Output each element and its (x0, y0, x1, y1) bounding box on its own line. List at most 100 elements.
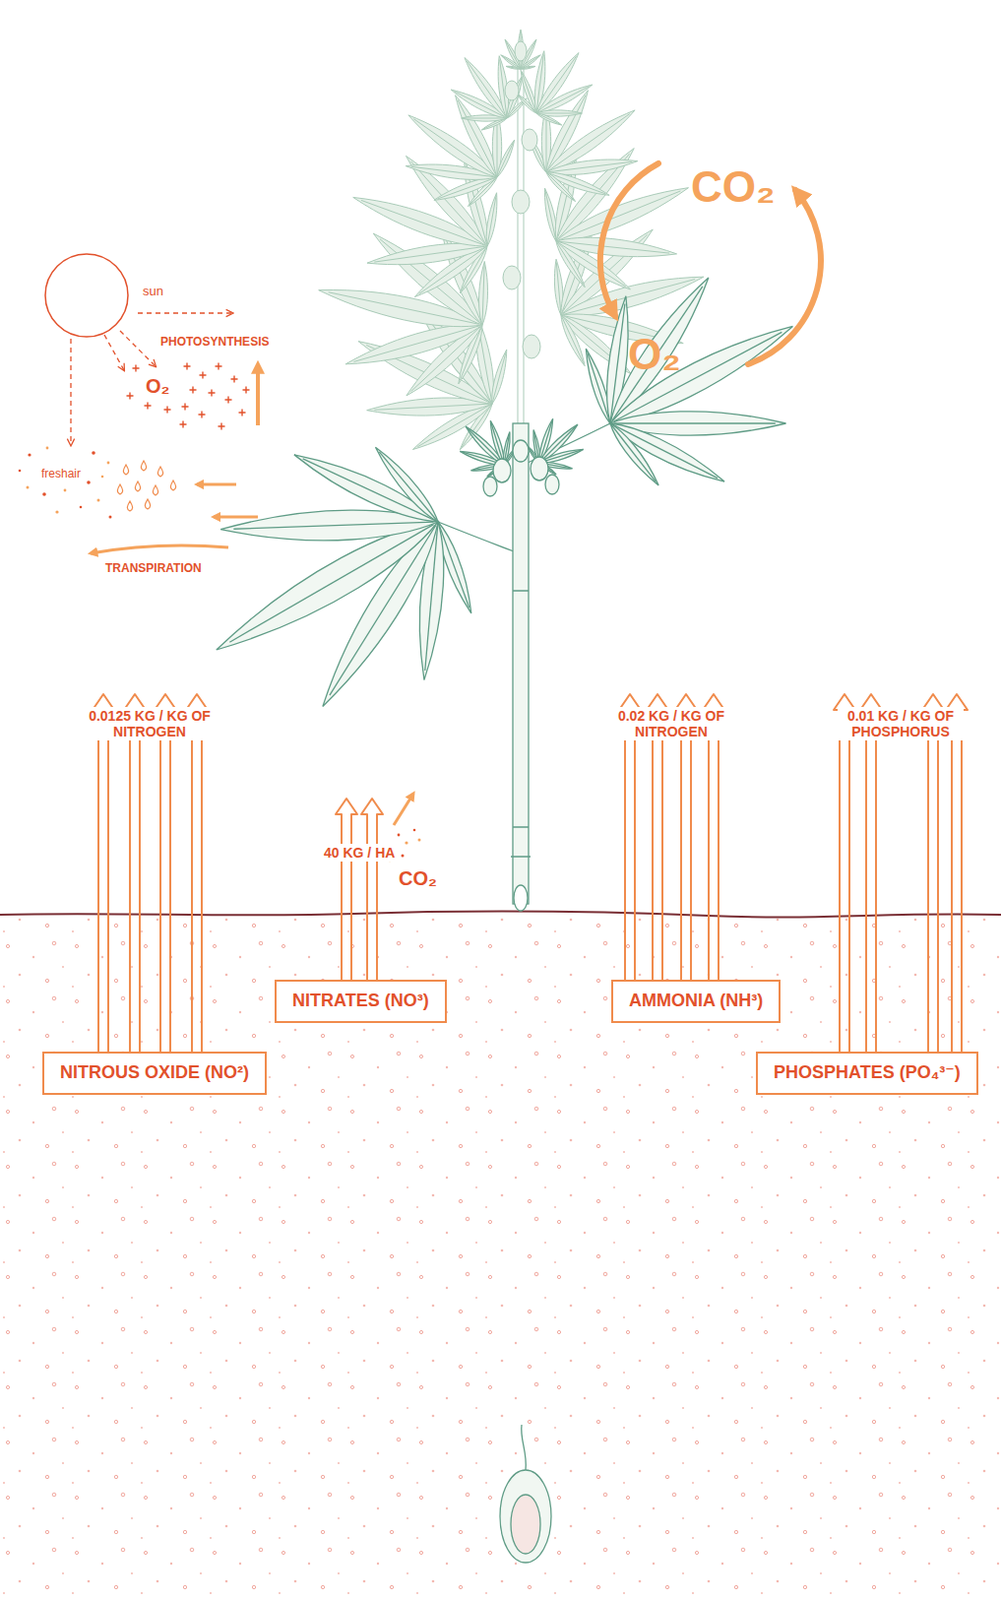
emission-arrow (186, 693, 208, 1054)
drop (117, 484, 123, 495)
emission-rate: 40 KG / HA (320, 843, 398, 862)
drop (170, 480, 176, 491)
emission-rate: 0.02 KG / KG OF NITROGEN (604, 706, 739, 741)
bud (504, 80, 519, 101)
process-label: TRANSPIRATION (105, 562, 202, 576)
emission-arrow (124, 693, 146, 1054)
dot (404, 840, 408, 844)
plus-mark (182, 403, 189, 411)
dot (413, 828, 417, 832)
cycle-arrow (600, 163, 659, 316)
dot (107, 461, 111, 465)
drop (157, 466, 163, 477)
plus-mark (189, 386, 197, 394)
plus-mark (231, 375, 239, 383)
emission-box: NITROUS OXIDE (NO²) (42, 1051, 267, 1095)
plus-mark (198, 411, 206, 419)
emission-rate: 0.01 KG / KG OF PHOSPHORUS (837, 706, 964, 741)
emission-box: NITRATES (NO³) (274, 979, 447, 1023)
emission-arrow (945, 693, 968, 1054)
box-text: NITRATES (NO³) (292, 990, 430, 1010)
plus-mark (199, 372, 207, 379)
sun-label: sun (142, 284, 164, 300)
drop (144, 499, 150, 509)
gas-label: CO₂ (398, 867, 438, 890)
gas-label: CO₂ (690, 162, 776, 213)
drop (140, 460, 146, 471)
plus-mark (243, 386, 251, 394)
dot (46, 446, 50, 450)
plus-mark (215, 363, 223, 371)
flower (493, 458, 511, 483)
bud (521, 128, 538, 151)
bud (502, 265, 521, 290)
dot (55, 509, 59, 513)
plus-mark (144, 402, 152, 410)
plus-mark (164, 406, 172, 414)
dot (86, 480, 91, 485)
dot (27, 452, 31, 456)
emission-arrows (92, 693, 968, 1054)
lower-plant (148, 229, 845, 1563)
oxygen-sparkles (126, 363, 251, 431)
emission-arrow (154, 693, 177, 1054)
bud (511, 189, 530, 214)
emission-box: PHOSPHATES (PO₄³⁻) (755, 1051, 979, 1095)
co2-arrow (393, 793, 414, 825)
box-text: NITROUS OXIDE (NO²) (60, 1062, 250, 1082)
emission-arrow (361, 798, 383, 982)
seed (500, 1469, 552, 1563)
seed-core (510, 1494, 541, 1554)
plus-mark (218, 423, 226, 431)
transpiration-arrow (213, 515, 258, 519)
dot (97, 499, 101, 502)
sprout (521, 1424, 527, 1470)
plus-mark (132, 365, 140, 373)
transpiration-arrow (90, 545, 229, 554)
flower (512, 439, 529, 462)
emission-arrow (833, 693, 856, 1054)
transpiration-arrow (196, 483, 237, 487)
air-dots (18, 446, 113, 519)
dot (18, 469, 22, 473)
drop (123, 464, 128, 475)
dot (26, 486, 30, 490)
leaf (522, 117, 717, 313)
sun-ray (137, 312, 233, 313)
sun-ray (120, 330, 156, 367)
dot (79, 505, 83, 509)
flower (545, 474, 560, 495)
stem-node (510, 590, 531, 857)
leaf (517, 403, 599, 485)
plus-mark (184, 363, 191, 371)
emission-arrow (922, 693, 944, 1054)
plus-mark (126, 392, 134, 400)
dot (101, 475, 105, 479)
dot (418, 838, 422, 842)
drop (134, 481, 140, 492)
cut-stem (513, 884, 528, 911)
dot (63, 489, 67, 493)
sun-ray (104, 334, 125, 371)
dot (91, 450, 96, 455)
box-text: AMMONIA (NH³) (628, 990, 763, 1010)
photosynthesis-arrow (255, 364, 260, 426)
leaf (500, 29, 543, 70)
soil (0, 915, 1001, 1600)
drop (152, 485, 158, 496)
gas-label: O₂ (145, 375, 170, 398)
bud (522, 334, 541, 359)
drop (126, 500, 132, 511)
gas-label: O₂ (627, 329, 682, 380)
water-drops (117, 460, 176, 511)
emission-arrow (92, 693, 115, 1054)
plus-mark (180, 421, 188, 429)
flower (530, 456, 549, 481)
emission-arrow (335, 798, 358, 982)
sun-symbol (45, 253, 128, 337)
box-text: PHOSPHATES (PO₄³⁻) (773, 1062, 961, 1082)
stem (512, 423, 529, 904)
flower (483, 476, 498, 497)
